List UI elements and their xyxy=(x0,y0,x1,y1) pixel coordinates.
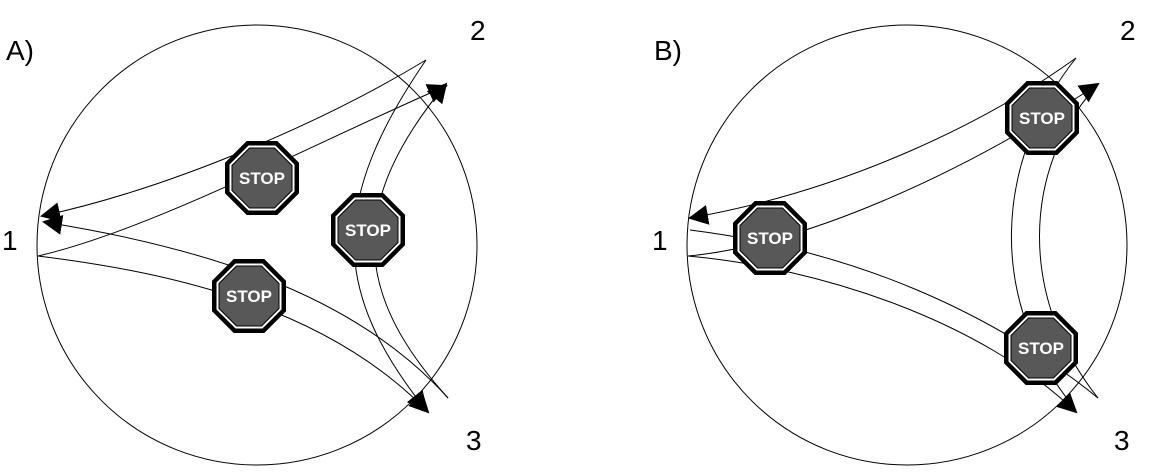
panel-b-stop-label-3: STOP xyxy=(1018,339,1064,358)
panel-a-stop-sign-bottom: STOP xyxy=(212,259,286,333)
panel-a-node-2-label: 2 xyxy=(470,15,486,46)
panel-a-node-1-label: 1 xyxy=(2,225,18,256)
panel-a: STOP STOP STOP A) 1 2 3 xyxy=(2,15,486,466)
panel-b-title: B) xyxy=(654,35,682,66)
panel-b-stop-sign-left: STOP xyxy=(733,201,807,275)
panel-a-stop-label-3: STOP xyxy=(226,287,272,306)
panel-a-node-3-label: 3 xyxy=(466,425,482,456)
panel-b: STOP STOP STOP B) 1 2 3 xyxy=(652,15,1136,466)
panel-a-boundary-circle xyxy=(36,24,478,466)
panel-b-stop-label-1: STOP xyxy=(1019,109,1065,128)
panel-b-node-2-label: 2 xyxy=(1120,15,1136,46)
panel-b-stop-label-2: STOP xyxy=(747,229,793,248)
panel-a-title: A) xyxy=(6,35,34,66)
panel-a-stop-sign-right: STOP xyxy=(331,193,405,267)
panel-a-stop-label-2: STOP xyxy=(345,221,391,240)
panel-b-stop-sign-bottom: STOP xyxy=(1004,311,1078,385)
panel-a-stop-sign-top: STOP xyxy=(225,141,299,215)
panel-a-stop-label-1: STOP xyxy=(239,169,285,188)
panel-b-stop-sign-top: STOP xyxy=(1005,81,1079,155)
panel-b-node-3-label: 3 xyxy=(1114,425,1130,456)
panel-b-node-1-label: 1 xyxy=(652,225,668,256)
